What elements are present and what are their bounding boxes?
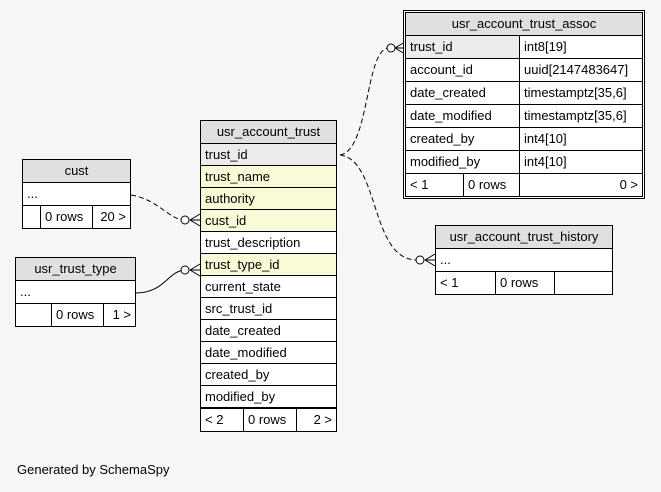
- column-current-state: current_state: [201, 276, 336, 298]
- column-type: int4[10]: [524, 131, 567, 146]
- child-count[interactable]: 1 >: [112, 307, 131, 322]
- rel-cust-line: [130, 194, 187, 221]
- column-name: date_modified: [406, 105, 520, 127]
- generated-by-text: Generated by SchemaSpy: [17, 462, 170, 477]
- column-name: trust_id: [406, 36, 520, 58]
- rel-assoc-line: [339, 47, 390, 156]
- columns-ellipsis: ...: [16, 281, 135, 304]
- table-footer: 0 rows 1 >: [16, 304, 135, 326]
- rel-history-optional-marker: [415, 255, 425, 265]
- table-title[interactable]: cust: [23, 160, 130, 183]
- rel-history-crowfoot: [424, 253, 436, 267]
- column-name: created_by: [406, 128, 520, 150]
- child-count[interactable]: 20 >: [100, 209, 126, 224]
- column-type: timestamptz[35,6]: [524, 85, 627, 100]
- parent-count[interactable]: [16, 304, 52, 326]
- column-trust-id: trust_id: [201, 144, 336, 166]
- column-authority: authority: [201, 188, 336, 210]
- column-name: modified_by: [406, 151, 520, 173]
- rel-cust-optional-marker: [180, 215, 190, 225]
- rel-history-line: [339, 154, 418, 261]
- rel-assoc-optional-marker: [386, 43, 396, 53]
- child-count[interactable]: 0 >: [619, 177, 638, 192]
- child-count[interactable]: [555, 272, 612, 294]
- table-row: created_by int4[10]: [406, 128, 642, 151]
- row-count: 0 rows: [52, 304, 104, 326]
- table-usr-trust-type[interactable]: usr_trust_type ... 0 rows 1 >: [15, 257, 136, 327]
- table-footer: < 2 0 rows 2 >: [201, 408, 336, 431]
- column-trust-type-id: trust_type_id: [201, 254, 336, 276]
- column-modified-by: modified_by: [201, 386, 336, 408]
- column-date-modified: date_modified: [201, 342, 336, 364]
- rel-type-line: [135, 269, 187, 294]
- column-type: uuid[2147483647]: [524, 62, 629, 77]
- row-count: 0 rows: [496, 272, 555, 294]
- table-usr-account-trust-history[interactable]: usr_account_trust_history ... < 1 0 rows: [435, 225, 613, 295]
- column-src-trust-id: src_trust_id: [201, 298, 336, 320]
- parent-count[interactable]: < 2: [201, 409, 244, 431]
- parent-count[interactable]: [23, 206, 41, 228]
- table-cust[interactable]: cust ... 0 rows 20 >: [22, 159, 131, 229]
- table-title[interactable]: usr_account_trust_assoc: [406, 13, 642, 36]
- table-row: trust_id int8[19]: [406, 36, 642, 59]
- column-trust-name: trust_name: [201, 166, 336, 188]
- column-type: timestamptz[35,6]: [524, 108, 627, 123]
- column-trust-description: trust_description: [201, 232, 336, 254]
- parent-count[interactable]: < 1: [406, 174, 464, 196]
- table-row: date_created timestamptz[35,6]: [406, 82, 642, 105]
- rel-cust-crowfoot: [189, 213, 201, 227]
- columns-ellipsis: ...: [23, 183, 130, 206]
- table-usr-account-trust-assoc[interactable]: usr_account_trust_assoc trust_id int8[19…: [403, 10, 645, 199]
- column-type: int8[19]: [524, 39, 567, 54]
- column-cust-id: cust_id: [201, 210, 336, 232]
- parent-count[interactable]: < 1: [436, 272, 496, 294]
- row-count: 0 rows: [464, 174, 520, 196]
- rel-type-optional-marker: [180, 265, 190, 275]
- table-title[interactable]: usr_account_trust: [201, 121, 336, 144]
- table-footer: 0 rows 20 >: [23, 206, 130, 228]
- row-count: 0 rows: [244, 409, 297, 431]
- column-date-created: date_created: [201, 320, 336, 342]
- column-name: account_id: [406, 59, 520, 81]
- table-row: date_modified timestamptz[35,6]: [406, 105, 642, 128]
- table-row: account_id uuid[2147483647]: [406, 59, 642, 82]
- table-footer: < 1 0 rows 0 >: [406, 174, 642, 196]
- table-title[interactable]: usr_trust_type: [16, 258, 135, 281]
- column-type: int4[10]: [524, 154, 567, 169]
- child-count[interactable]: 2 >: [313, 412, 332, 427]
- table-row: modified_by int4[10]: [406, 151, 642, 174]
- columns-ellipsis: ...: [436, 249, 612, 272]
- column-name: date_created: [406, 82, 520, 104]
- table-footer: < 1 0 rows: [436, 272, 612, 294]
- column-created-by: created_by: [201, 364, 336, 386]
- row-count: 0 rows: [41, 206, 93, 228]
- table-usr-account-trust[interactable]: usr_account_trust trust_id trust_name au…: [200, 120, 337, 432]
- table-title[interactable]: usr_account_trust_history: [436, 226, 612, 249]
- rel-type-crowfoot: [189, 263, 201, 277]
